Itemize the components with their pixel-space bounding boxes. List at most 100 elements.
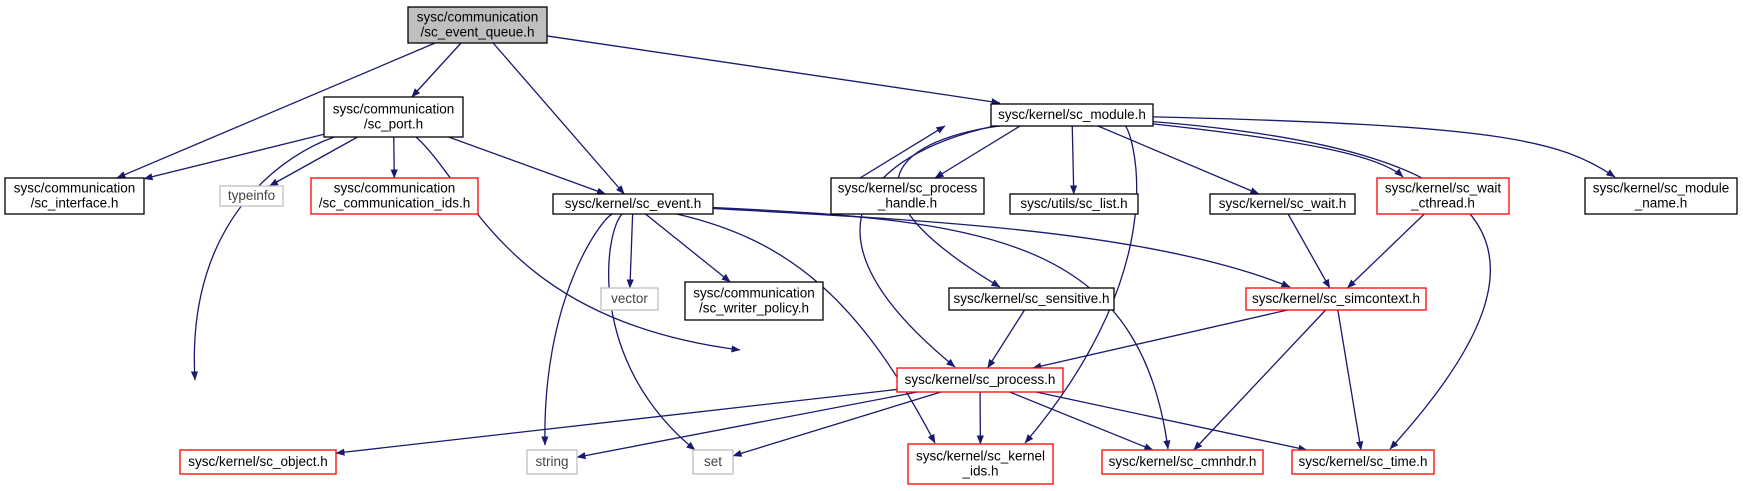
node-box [907,443,1054,485]
node-kernel-ids[interactable]: sysc/kernel/sc_kernel_ids.h [907,443,1054,485]
edge-event-to-simcontext [712,207,1291,288]
node-event-queue[interactable]: sysc/communication/sc_event_queue.h [407,6,548,44]
edge-module-to-wait_cthread [1152,123,1404,178]
node-label-line: sysc/communication [334,181,456,196]
node-box [407,6,548,44]
edge-event-to-vector [626,213,634,289]
node-label-line: _name.h [1634,196,1688,211]
edge-port-to-object [190,136,335,381]
edge-simcontext-to-time [1337,309,1364,451]
node-label-line: /sc_interface.h [31,196,119,211]
edge-event-to-writer_policy [645,213,731,283]
edge-event-to-kernel_ids [676,213,936,444]
node-process[interactable]: sysc/kernel/sc_process.h [896,367,1064,393]
edge-module-to-process_handle [934,125,1021,179]
node-label-line: _handle.h [877,196,937,211]
edge-wait_cthread-to-simcontext [1346,213,1425,289]
node-object[interactable]: sysc/kernel/sc_object.h [179,449,337,475]
edge-port-to-typeinfo [269,136,358,187]
node-vector[interactable]: vector [600,287,659,311]
node-label-line: sysc/communication [14,181,136,196]
node-set[interactable]: set [692,449,734,475]
node-box [1209,193,1356,215]
edge-process_handle-to-module [859,125,946,179]
node-label-line: _cthread.h [1410,196,1475,211]
node-box [830,177,985,215]
node-module[interactable]: sysc/kernel/sc_module.h [990,103,1154,127]
node-box [1291,449,1435,475]
node-box [1101,449,1264,475]
edge-process-to-object [335,388,898,456]
node-box [179,449,337,475]
node-process-handle[interactable]: sysc/kernel/sc_process_handle.h [830,177,985,215]
node-wait-cthread[interactable]: sysc/kernel/sc_wait_cthread.h [1376,177,1510,215]
node-label-line: sysc/communication [693,286,815,301]
edge-event_queue-to-event [492,42,625,195]
node-label-line: sysc/communication [417,10,539,25]
node-port[interactable]: sysc/communication/sc_port.h [323,96,464,138]
node-label-line: sysc/kernel/sc_module.h [998,107,1146,122]
node-label-line: sysc/kernel/sc_process [838,181,978,196]
node-box [323,96,464,138]
node-label-line: /sc_writer_policy.h [699,301,809,316]
node-label-line: sysc/kernel/sc_sensitive.h [953,291,1109,306]
node-typeinfo[interactable]: typeinfo [219,185,284,207]
node-label-line: string [535,454,568,469]
node-label-line: sysc/kernel/sc_wait [1385,181,1502,196]
node-box [1584,177,1738,215]
node-box [692,449,734,475]
edge-process-to-string [576,391,918,460]
node-box [948,287,1115,311]
edge-event-to-string [541,213,613,446]
node-module-name[interactable]: sysc/kernel/sc_module_name.h [1584,177,1738,215]
node-label-line: sysc/kernel/sc_object.h [188,454,328,469]
node-label-line: sysc/utils/sc_list.h [1020,196,1127,211]
node-box [4,177,145,215]
edge-event_queue-to-module [546,35,1001,106]
node-time[interactable]: sysc/kernel/sc_time.h [1291,449,1435,475]
node-cmnhdr[interactable]: sysc/kernel/sc_cmnhdr.h [1101,449,1264,475]
node-wait[interactable]: sysc/kernel/sc_wait.h [1209,193,1356,215]
edge-event_queue-to-interface [116,42,436,179]
node-label-line: typeinfo [228,188,275,203]
node-sensitive[interactable]: sysc/kernel/sc_sensitive.h [948,287,1115,311]
node-label-line: /sc_communication_ids.h [319,196,471,211]
node-label-line: /sc_event_queue.h [420,25,534,40]
node-simcontext[interactable]: sysc/kernel/sc_simcontext.h [1245,287,1427,311]
node-label-line: sysc/kernel/sc_time.h [1298,454,1427,469]
edge-wait-to-simcontext [1287,213,1331,289]
edge-simcontext-to-process [1032,309,1288,370]
node-box [990,103,1154,127]
edge-module-to-process [859,125,996,368]
node-label-line: sysc/kernel/sc_cmnhdr.h [1109,454,1257,469]
node-box [219,185,284,207]
node-box [1376,177,1510,215]
edge-process-to-time [1035,391,1308,452]
edge-module-to-time [1152,120,1492,450]
node-label-line: sysc/kernel/sc_module [1593,181,1730,196]
edge-module-to-wait [1097,125,1260,195]
edge-module-to-module_name [1152,116,1616,178]
node-label-line: _ids.h [961,464,998,479]
edge-process-to-set [732,391,942,457]
node-label-line: sysc/kernel/sc_process.h [905,372,1056,387]
node-writer-policy[interactable]: sysc/communication/sc_writer_policy.h [684,281,824,321]
node-label-line: /sc_port.h [364,117,423,132]
node-comm-ids[interactable]: sysc/communication/sc_communication_ids.… [310,177,479,215]
node-label-line: sysc/kernel/sc_wait.h [1219,196,1347,211]
node-label-line: sysc/kernel/sc_simcontext.h [1252,291,1420,306]
edge-simcontext-to-cmnhdr [1193,309,1327,451]
edge-sensitive-to-process [987,309,1026,369]
node-event[interactable]: sysc/kernel/sc_event.h [552,193,714,215]
node-list[interactable]: sysc/utils/sc_list.h [1009,193,1139,215]
node-string[interactable]: string [526,449,578,475]
node-box [600,287,659,311]
node-interface[interactable]: sysc/communication/sc_interface.h [4,177,145,215]
nodes-layer: sysc/communication/sc_event_queue.hsysc/… [4,6,1738,485]
node-box [684,281,824,321]
node-box [310,177,479,215]
node-label-line: sysc/communication [333,102,455,117]
edge-event-to-cmnhdr [712,206,1171,450]
node-box [1009,193,1139,215]
